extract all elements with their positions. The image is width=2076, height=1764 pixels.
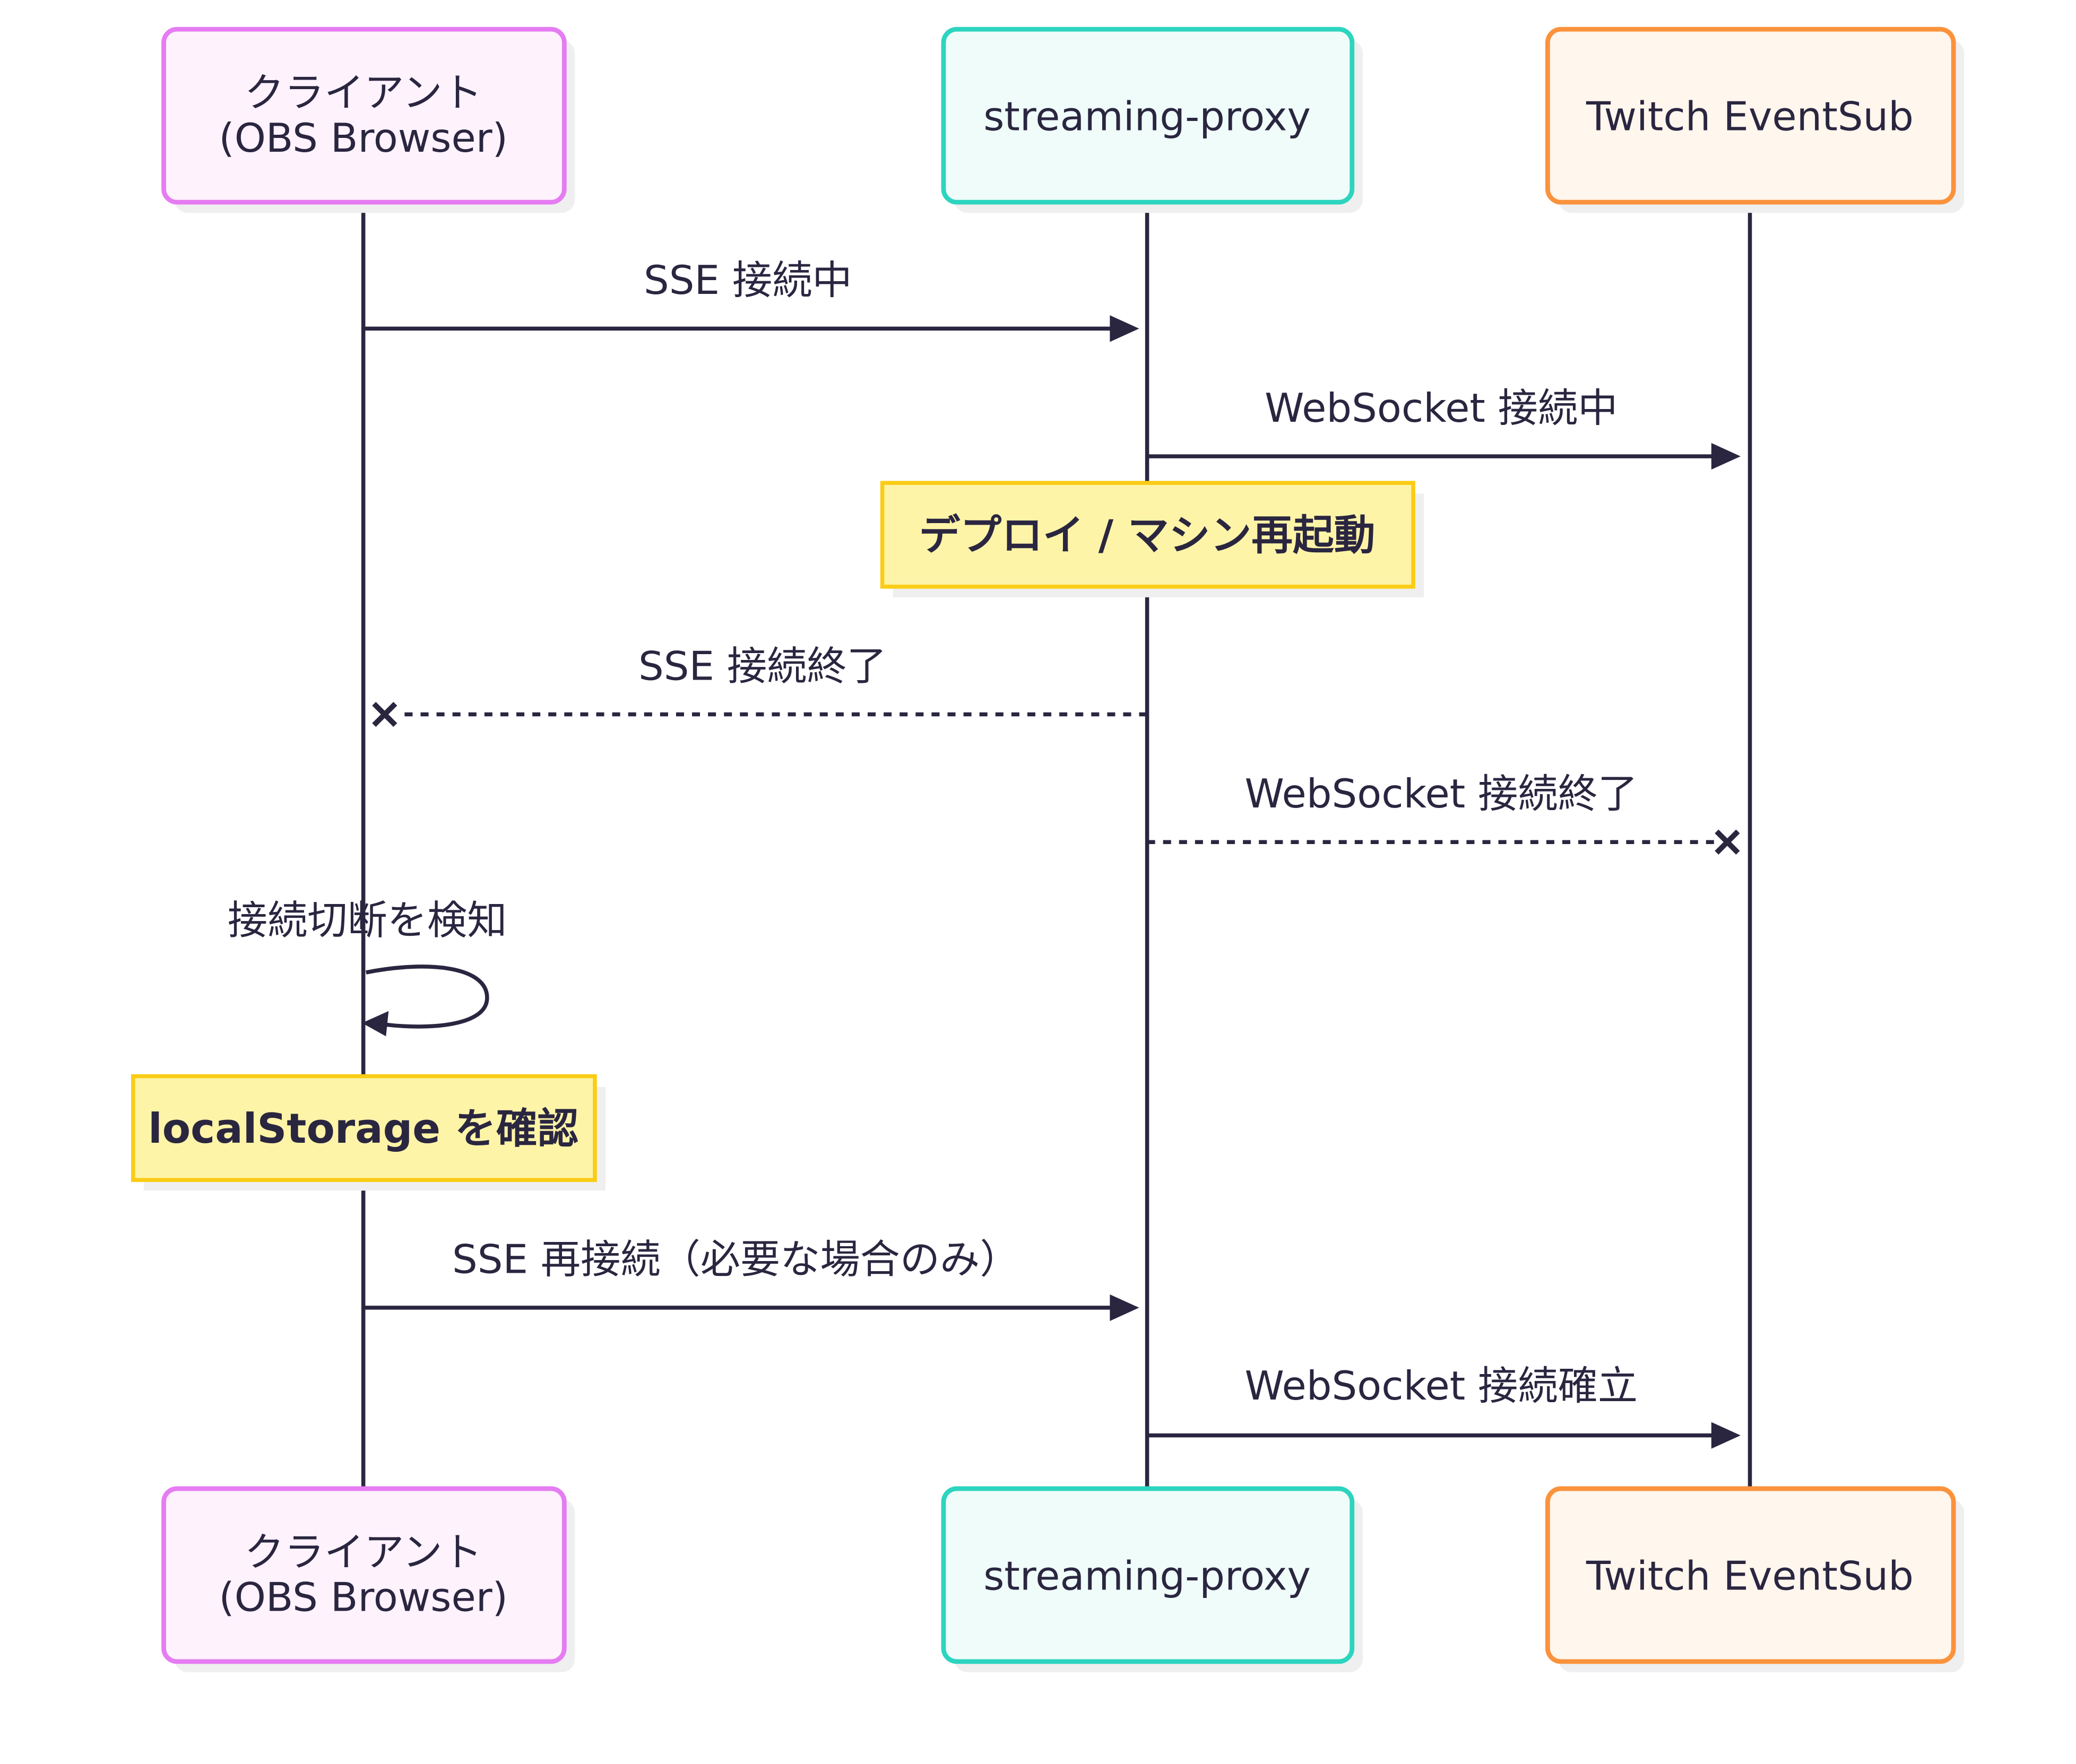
arrowhead-icon bbox=[1110, 315, 1139, 342]
cross-icon bbox=[372, 701, 397, 727]
actor-box bbox=[1545, 27, 1956, 205]
note-text: デプロイ / マシン再起動 bbox=[919, 512, 1376, 560]
actor-label-line2: (OBS Browser) bbox=[219, 115, 508, 161]
actor-twitch-bottom[interactable]: Twitch EventSub bbox=[1545, 1486, 1965, 1672]
self-loop-line bbox=[365, 964, 489, 1029]
message-label: WebSocket 接続中 bbox=[1265, 385, 1617, 431]
message-label: WebSocket 接続終了 bbox=[1245, 770, 1638, 817]
arrowhead-icon bbox=[1110, 1294, 1139, 1321]
message-sse-connecting: SSE 接続中 bbox=[363, 257, 1139, 342]
arrowhead-icon bbox=[1711, 443, 1741, 470]
actor-label: streaming-proxy bbox=[983, 93, 1311, 140]
cross-icon bbox=[1715, 829, 1740, 855]
actor-proxy-bottom[interactable]: streaming-proxy bbox=[941, 1486, 1363, 1672]
note-text: localStorage を確認 bbox=[148, 1105, 578, 1153]
actor-label-line1: クライアント bbox=[245, 69, 482, 116]
actor-client-bottom[interactable]: クライアント (OBS Browser) bbox=[161, 1486, 575, 1672]
message-websocket-established: WebSocket 接続確立 bbox=[1147, 1362, 1741, 1449]
actor-twitch-top[interactable]: Twitch EventSub bbox=[1545, 27, 1965, 213]
message-websocket-terminated: WebSocket 接続終了 bbox=[1147, 770, 1740, 855]
message-label: WebSocket 接続確立 bbox=[1245, 1362, 1638, 1409]
actor-box bbox=[161, 27, 567, 205]
note-box bbox=[880, 481, 1415, 589]
message-detect-disconnect: 接続切断を検知 bbox=[228, 897, 507, 1037]
message-sse-terminated: SSE 接続終了 bbox=[372, 642, 1147, 727]
actor-label: streaming-proxy bbox=[983, 1553, 1311, 1600]
actor-box bbox=[1545, 1486, 1956, 1664]
note-box bbox=[131, 1074, 597, 1182]
message-label: SSE 接続中 bbox=[644, 257, 852, 303]
actor-label: Twitch EventSub bbox=[1586, 1553, 1914, 1600]
message-label: SSE 再接続（必要な場合のみ） bbox=[452, 1236, 1020, 1283]
arrowhead-icon bbox=[1711, 1422, 1741, 1449]
actor-box bbox=[161, 1486, 567, 1664]
actor-label-line1: クライアント bbox=[245, 1528, 482, 1575]
actor-client-top[interactable]: クライアント (OBS Browser) bbox=[161, 27, 575, 213]
actor-box bbox=[941, 27, 1355, 205]
actor-label-line2: (OBS Browser) bbox=[219, 1574, 508, 1621]
note-deploy-restart: デプロイ / マシン再起動 bbox=[880, 481, 1424, 597]
message-label: SSE 接続終了 bbox=[638, 642, 887, 689]
arrowhead-icon bbox=[362, 1011, 389, 1037]
lifelines bbox=[361, 202, 1752, 1489]
note-check-localstorage: localStorage を確認 bbox=[131, 1074, 606, 1191]
message-websocket-connecting: WebSocket 接続中 bbox=[1147, 385, 1741, 470]
actor-proxy-top[interactable]: streaming-proxy bbox=[941, 27, 1363, 213]
message-sse-reconnect: SSE 再接続（必要な場合のみ） bbox=[363, 1236, 1139, 1321]
message-label: 接続切断を検知 bbox=[228, 897, 507, 943]
actor-label: Twitch EventSub bbox=[1586, 93, 1914, 140]
actor-box bbox=[941, 1486, 1355, 1664]
